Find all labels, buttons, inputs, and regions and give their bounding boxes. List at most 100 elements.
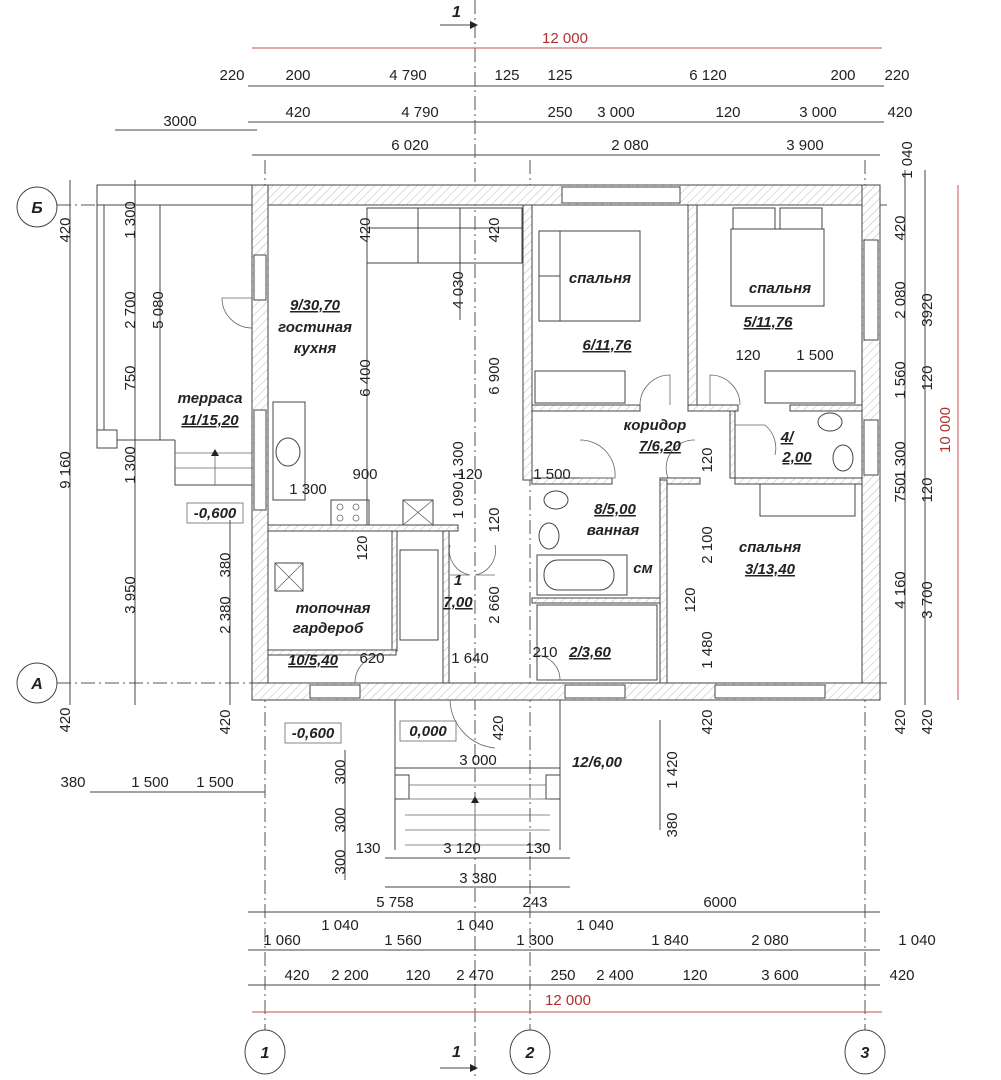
dimension-label: 125 <box>494 67 519 84</box>
dimension-label: 1 840 <box>651 932 689 949</box>
dimension-label: 2 200 <box>331 967 369 984</box>
dimension-label: 1 040 <box>456 917 494 934</box>
dimension-label: 1 480 <box>699 631 716 669</box>
dimension-label: 3 900 <box>786 137 824 154</box>
dimension-label: 1 040 <box>898 932 936 949</box>
dimension-label: 1 300 <box>516 932 554 949</box>
dimension-label: 3 600 <box>761 967 799 984</box>
level-box <box>284 722 342 744</box>
dimension-label: 420 <box>887 104 912 121</box>
room-label: 5/11,76 <box>744 314 794 331</box>
dimension-label: 5 758 <box>376 894 414 911</box>
section-label-top: 1 <box>452 4 461 21</box>
dimension-label: 300 <box>332 849 349 874</box>
dimension-label: 3 000 <box>597 104 635 121</box>
dimension-label: 420 <box>285 104 310 121</box>
room-label: 2/3,60 <box>568 644 611 661</box>
dimension-label: 420 <box>284 967 309 984</box>
room-labels: 9/30,70гостинаякухнятерраса11/15,20спаль… <box>178 270 813 771</box>
dimension-label: 220 <box>219 67 244 84</box>
room-label: терраса <box>178 390 243 407</box>
dimension-label: 420 <box>699 709 716 734</box>
dimension-label: 1 060 <box>263 932 301 949</box>
dimension-label: 2 100 <box>699 526 716 564</box>
room-label: 2,00 <box>781 449 812 466</box>
room-label: 3/13,40 <box>745 561 796 578</box>
dimension-label: 3 000 <box>459 752 497 769</box>
dimension-label: 1 560 <box>384 932 422 949</box>
section-marks: 1 1 <box>440 4 478 1072</box>
dimension-label: 6 900 <box>486 357 503 395</box>
dimension-label: 250 <box>550 967 575 984</box>
dimension-label: 200 <box>285 67 310 84</box>
dimension-label: 3 700 <box>919 581 936 619</box>
dimension-label: 420 <box>357 217 374 242</box>
dimension-label: 420 <box>217 709 234 734</box>
dimension-label: 125 <box>547 67 572 84</box>
dimension-label: 200 <box>830 67 855 84</box>
room-label: 1 <box>454 572 462 589</box>
dimension-label: 300 <box>332 807 349 832</box>
dimension-label: 5 080 <box>150 291 167 329</box>
dimension-label: 420 <box>486 217 503 242</box>
level-mark: 0,000 <box>409 723 447 740</box>
dimension-label: 120 <box>457 466 482 483</box>
dimension-label: 120 <box>354 535 371 560</box>
room-label: 12/6,00 <box>572 754 623 771</box>
dimension-label: 120 <box>699 447 716 472</box>
terrace <box>96 184 253 486</box>
dimension-label: 4 790 <box>401 104 439 121</box>
dimension-label: 1 640 <box>451 650 489 667</box>
room-label: коридор <box>624 417 687 434</box>
room-label: 11/15,20 <box>181 412 239 429</box>
dimension-label: 9 160 <box>57 451 74 489</box>
dimension-label: 2 660 <box>486 586 503 624</box>
dimension-label: 250 <box>547 104 572 121</box>
dimension-label: 4 160 <box>892 571 909 609</box>
dimension-label: 420 <box>57 217 74 242</box>
level-box <box>186 502 244 524</box>
dimension-label: 300 <box>332 759 349 784</box>
room-label: гостиная <box>278 319 352 336</box>
dimension-label: 6 400 <box>357 359 374 397</box>
dimension-label: 380 <box>217 552 234 577</box>
dimension-label: 120 <box>682 967 707 984</box>
dimension-label: 3920 <box>919 293 936 326</box>
axis-label-3: 3 <box>861 1045 870 1062</box>
dimension-label: 2 080 <box>751 932 789 949</box>
dimension-label: 750 <box>122 365 139 390</box>
level-mark: -0,600 <box>194 505 237 522</box>
dimension-label: 2 470 <box>456 967 494 984</box>
bed <box>538 230 641 322</box>
dimension-label: 1 300 <box>450 441 467 479</box>
dimension-label: 6 020 <box>391 137 429 154</box>
room-label: гардероб <box>293 620 364 637</box>
dimension-label: 420 <box>889 967 914 984</box>
room-label: см <box>633 560 652 577</box>
room-label: 10/5,40 <box>288 652 339 669</box>
dimension-label: 380 <box>60 774 85 791</box>
dimension-label: 1 040 <box>321 917 359 934</box>
dimension-label: 380 <box>664 812 681 837</box>
room-label: ванная <box>587 522 640 539</box>
dimension-label: 420 <box>57 707 74 732</box>
dimension-label: 4 790 <box>389 67 427 84</box>
dimension-label: 1 420 <box>664 751 681 789</box>
porch <box>394 700 561 850</box>
dimension-label: 620 <box>359 650 384 667</box>
axis-label-1: 1 <box>261 1045 270 1062</box>
dimension-lines <box>69 47 959 1013</box>
axis-label-2: 2 <box>525 1045 535 1062</box>
dimension-label: 120 <box>405 967 430 984</box>
dimension-label: 1 500 <box>796 347 834 364</box>
overall-height: 10 000 <box>937 407 954 453</box>
dimension-label: 420 <box>892 215 909 240</box>
dimension-label: 1 560 <box>892 361 909 399</box>
dimension-label: 120 <box>715 104 740 121</box>
dimension-label: 1 090 <box>450 481 467 519</box>
dimension-label: 130 <box>525 840 550 857</box>
dimension-label: 3 380 <box>459 870 497 887</box>
dimension-label: 1 300 <box>122 446 139 484</box>
